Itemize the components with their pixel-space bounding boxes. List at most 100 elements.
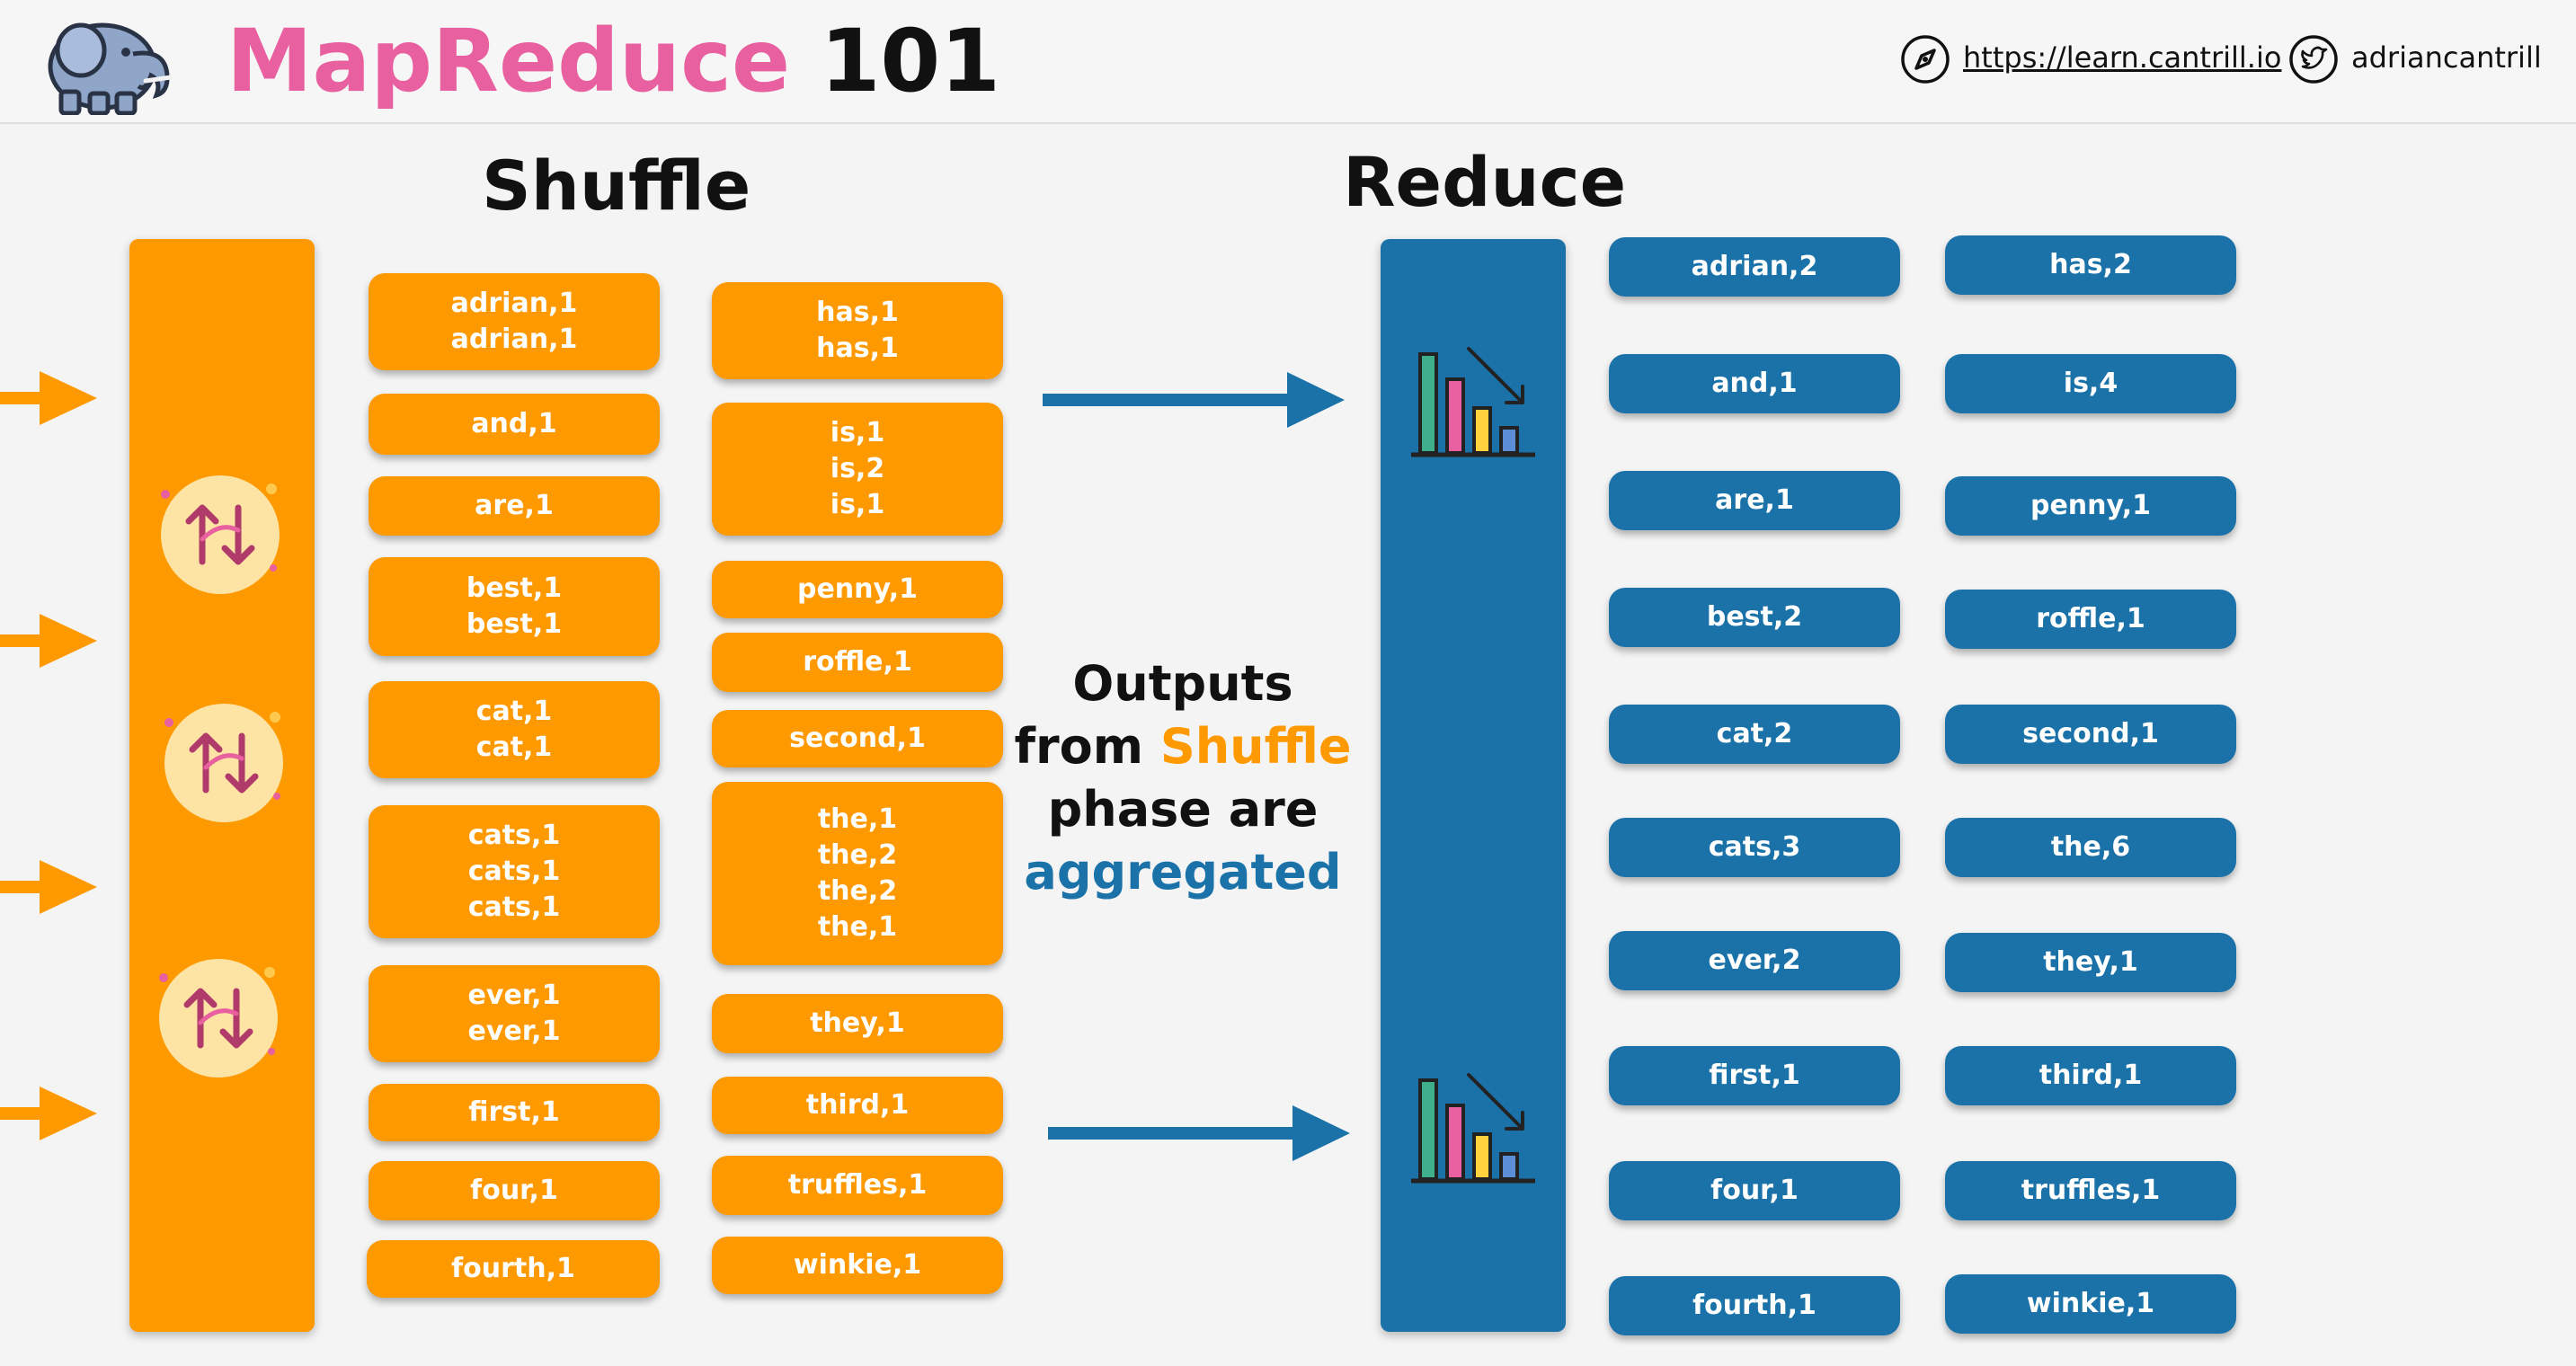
reduce-result: they,1 (1945, 933, 2236, 992)
reduce-result: truffles,1 (1945, 1161, 2236, 1220)
reduce-result: cat,2 (1609, 705, 1900, 764)
shuffle-pair: the,1 (817, 803, 898, 835)
reduce-result: ever,2 (1609, 931, 1900, 990)
input-arrow-head (40, 1087, 97, 1140)
shuffle-pair: roffle,1 (803, 646, 912, 678)
elephant-logo-icon (48, 22, 173, 115)
shuffle-pair: cats,1 (467, 856, 561, 887)
shuffle-pair: has,1 (816, 333, 899, 364)
shuffle-group: second,1 (712, 710, 1003, 767)
shuffle-pair: adrian,1 (450, 324, 578, 355)
reduce-result: is,4 (1945, 354, 2236, 413)
shuffle-pair: penny,1 (796, 573, 919, 605)
shuffle-icon (161, 475, 280, 594)
shuffle-group: they,1 (712, 994, 1003, 1053)
shuffle-group: are,1 (369, 476, 660, 536)
shuffle-group: roffle,1 (712, 633, 1003, 692)
reduce-result: third,1 (1945, 1046, 2236, 1105)
flow-arrows (1043, 372, 1350, 1161)
input-arrow-head (40, 371, 97, 425)
shuffle-group: first,1 (369, 1084, 660, 1141)
shuffle-group: adrian,1 adrian,1 (369, 273, 660, 370)
input-arrow-head (40, 614, 97, 668)
shuffle-group: cat,1 cat,1 (369, 681, 660, 778)
shuffle-pair: cats,1 (467, 820, 561, 851)
shuffle-group: cats,1 cats,1 cats,1 (369, 805, 660, 938)
website-link[interactable]: https://learn.cantrill.io (1963, 40, 2282, 75)
shuffle-title: Shuffle (482, 146, 751, 226)
shuffle-pair: first,1 (468, 1096, 560, 1128)
input-arrows (0, 371, 97, 1140)
reduce-result: first,1 (1609, 1046, 1900, 1105)
input-arrow (0, 634, 45, 647)
shuffle-pair: best,1 (466, 608, 563, 640)
shuffle-group: ever,1 ever,1 (369, 965, 660, 1062)
shuffle-pair: and,1 (471, 408, 557, 439)
shuffle-group: winkie,1 (712, 1237, 1003, 1294)
input-arrow-head (40, 860, 97, 914)
shuffle-icon (164, 704, 283, 822)
shuffle-group: truffles,1 (712, 1156, 1003, 1215)
input-arrow (0, 881, 45, 893)
shuffle-pair: fourth,1 (451, 1253, 575, 1284)
shuffle-pair: cat,1 (475, 732, 553, 763)
flow-arrow-top (1043, 394, 1294, 406)
shuffle-group: and,1 (369, 394, 660, 455)
header-bar: MapReduce 101 https://learn.cantrill.io … (0, 0, 2576, 124)
shuffle-group: four,1 (369, 1161, 660, 1220)
shuffle-pair: is,1 (830, 417, 885, 448)
shuffle-icon (159, 959, 278, 1078)
shuffle-pair: is,2 (830, 453, 885, 484)
shuffle-pair: four,1 (470, 1175, 558, 1206)
compass-icon (1901, 35, 1950, 84)
shuffle-group: the,1 the,2 the,2 the,1 (712, 782, 1003, 965)
reduce-title: Reduce (1343, 142, 1627, 222)
shuffle-pair: is,1 (830, 489, 885, 520)
reduce-result: four,1 (1609, 1161, 1900, 1220)
shuffle-group: fourth,1 (367, 1240, 660, 1298)
shuffle-pair: has,1 (816, 297, 899, 328)
reduce-result: adrian,2 (1609, 237, 1900, 297)
twitter-handle[interactable]: adriancantrill (2351, 40, 2542, 75)
shuffle-group: third,1 (712, 1077, 1003, 1134)
reduce-result: winkie,1 (1945, 1274, 2236, 1334)
shuffle-pair: ever,1 (467, 980, 561, 1011)
shuffle-pair: cats,1 (467, 891, 561, 923)
input-arrow (0, 1107, 45, 1120)
shuffle-pair: winkie,1 (793, 1249, 922, 1281)
shuffle-group: best,1 best,1 (369, 557, 660, 656)
shuffle-pair: the,2 (817, 875, 898, 907)
shuffle-pair: cat,1 (475, 696, 553, 727)
shuffle-pair: best,1 (466, 572, 563, 604)
shuffle-pair: the,2 (817, 839, 898, 871)
shuffle-group: has,1 has,1 (712, 282, 1003, 379)
reduce-result: fourth,1 (1609, 1276, 1900, 1335)
flow-arrow-bottom (1048, 1127, 1300, 1140)
shuffle-group: penny,1 (712, 561, 1003, 618)
reduce-result: and,1 (1609, 354, 1900, 413)
reduce-result: cats,3 (1609, 818, 1900, 877)
shuffle-pair: the,1 (817, 911, 898, 943)
flow-arrow-bottom-head (1292, 1105, 1350, 1161)
input-arrow (0, 392, 45, 404)
shuffle-output-caption: Outputs from Shuffle phase are aggregate… (1014, 655, 1352, 900)
reduce-result: are,1 (1609, 471, 1900, 530)
page-title: MapReduce 101 (227, 11, 1000, 111)
shuffle-pair: ever,1 (467, 1016, 561, 1047)
shuffle-pair: adrian,1 (450, 288, 578, 319)
bar-chart-icon (1411, 347, 1535, 457)
shuffle-pair: second,1 (789, 723, 926, 754)
shuffle-pair: truffles,1 (787, 1169, 928, 1201)
reduce-result: best,2 (1609, 588, 1900, 647)
shuffle-pair: third,1 (805, 1089, 910, 1121)
shuffle-group: is,1 is,2 is,1 (712, 403, 1003, 536)
reduce-result: has,2 (1945, 235, 2236, 295)
reduce-result: penny,1 (1945, 476, 2236, 536)
reduce-result: the,6 (1945, 818, 2236, 877)
twitter-icon (2289, 35, 2338, 84)
reduce-result: second,1 (1945, 705, 2236, 764)
bar-chart-icon (1411, 1073, 1535, 1184)
reduce-result: roffle,1 (1945, 590, 2236, 649)
shuffle-pair: they,1 (810, 1007, 905, 1039)
flow-arrow-top-head (1287, 372, 1345, 428)
